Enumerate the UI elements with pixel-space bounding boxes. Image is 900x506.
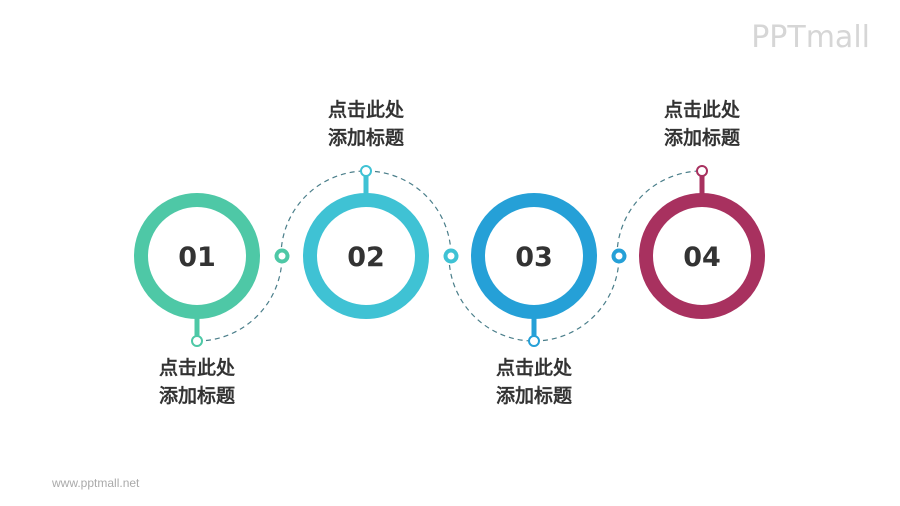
title-line: 点击此处 bbox=[327, 99, 404, 121]
connector-dot bbox=[443, 248, 459, 264]
dashed-connector bbox=[533, 255, 620, 342]
connector-dot bbox=[611, 248, 627, 264]
node-dot bbox=[528, 335, 540, 347]
dashed-connector bbox=[616, 170, 703, 257]
step-3-title[interactable]: 点击此处添加标题 bbox=[464, 354, 604, 410]
step-ring bbox=[134, 193, 260, 319]
node-dot bbox=[360, 165, 372, 177]
title-line: 添加标题 bbox=[158, 385, 235, 407]
pptmall-logo: PPTmall bbox=[751, 20, 870, 55]
title-line: 添加标题 bbox=[327, 127, 404, 149]
title-line: 点击此处 bbox=[495, 357, 572, 379]
footer-url: www.pptmall.net bbox=[52, 476, 140, 490]
step-2-title[interactable]: 点击此处添加标题 bbox=[296, 96, 436, 152]
step-number: 02 bbox=[347, 242, 385, 273]
step-number: 01 bbox=[178, 242, 216, 273]
title-line: 点击此处 bbox=[158, 357, 235, 379]
dashed-connector bbox=[365, 170, 452, 257]
step-ring bbox=[639, 193, 765, 319]
title-line: 点击此处 bbox=[663, 99, 740, 121]
step-1-title[interactable]: 点击此处添加标题 bbox=[127, 354, 267, 410]
step-ring bbox=[471, 193, 597, 319]
dashed-connector bbox=[280, 170, 367, 257]
node-dot bbox=[696, 165, 708, 177]
title-line: 添加标题 bbox=[663, 127, 740, 149]
connector-dot bbox=[274, 248, 290, 264]
dashed-connector bbox=[448, 255, 535, 342]
step-number: 03 bbox=[515, 242, 553, 273]
title-line: 添加标题 bbox=[495, 385, 572, 407]
dashed-connector bbox=[196, 255, 283, 342]
step-ring bbox=[303, 193, 429, 319]
step-4-title[interactable]: 点击此处添加标题 bbox=[632, 96, 772, 152]
step-number: 04 bbox=[683, 242, 721, 273]
node-dot bbox=[191, 335, 203, 347]
